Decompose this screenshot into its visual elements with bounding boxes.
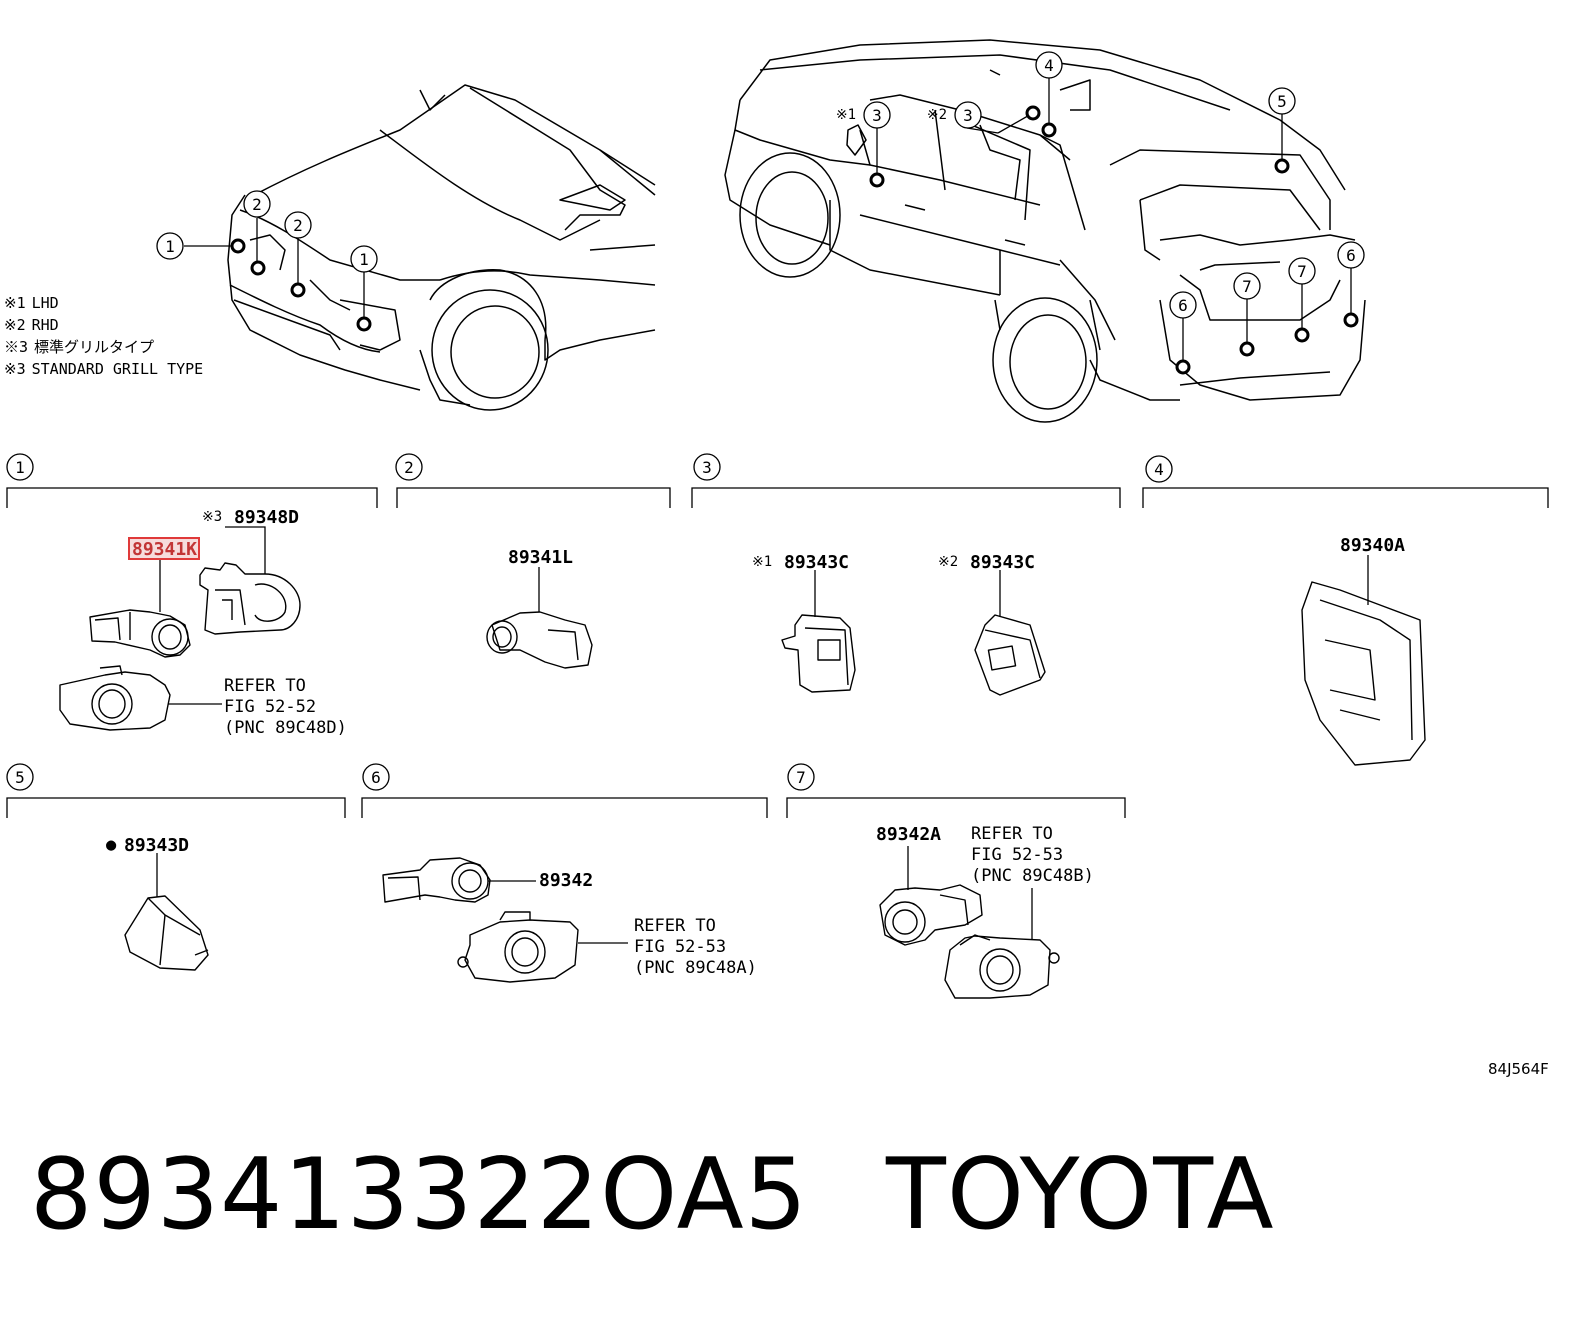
front-markers [230, 238, 372, 332]
section-1: ※3 89348D 89341K REFER TO FIG 52-52 (PNC… [59, 507, 347, 738]
footer-part-number: 893413322OA5 [30, 1138, 808, 1252]
refer-line-3: (PNC 89C48B) [971, 866, 1094, 886]
section-1-refer: REFER TO FIG 52-52 (PNC 89C48D) [224, 676, 347, 738]
part-mark-89348d: ※3 [202, 509, 222, 525]
section-7: 89342A REFER TO FIG 52-53 (PNC 89C48B) [876, 824, 1094, 999]
section-6-refer: REFER TO FIG 52-53 (PNC 89C48A) [634, 916, 757, 978]
part-89342a-drawing [879, 884, 983, 946]
section-num-2: 2 [404, 458, 414, 477]
section-num-3: 3 [702, 458, 712, 477]
part-89c48a-bezel-drawing [457, 911, 579, 983]
section-num-6: 6 [371, 768, 381, 787]
refer-line-3: (PNC 89C48D) [224, 718, 347, 738]
part-code-89341l[interactable]: 89341L [508, 547, 573, 568]
rear-callout-6b: 6 [1346, 246, 1356, 265]
front-car-illustration [227, 84, 656, 411]
rear-prefix-lhd: ※1 [836, 107, 856, 123]
front-callout-2a: 2 [252, 195, 262, 214]
front-callout-labels: 1 2 2 1 [156, 190, 378, 273]
refer-line-1: REFER TO [971, 824, 1053, 844]
rear-callout-3a: 3 [872, 106, 882, 125]
part-mark-89343c-rhd: ※2 [938, 554, 958, 570]
rear-prefix-rhd: ※2 [927, 107, 947, 123]
front-callouts [184, 218, 365, 320]
part-89343d-drawing [124, 895, 209, 971]
part-code-89342a[interactable]: 89342A [876, 824, 941, 845]
rear-car-illustration [724, 39, 1366, 423]
part-89342-drawing [382, 857, 491, 903]
rear-callout-3b: 3 [963, 106, 973, 125]
section-6: 89342 REFER TO FIG 52-53 (PNC 89C48A) [382, 857, 757, 983]
rear-markers [869, 105, 1359, 375]
rear-callout-6a: 6 [1178, 296, 1188, 315]
refer-line-3: (PNC 89C48A) [634, 958, 757, 978]
part-89c48b-bezel-drawing [944, 934, 1060, 999]
part-code-89342[interactable]: 89342 [539, 870, 593, 891]
section-num-4: 4 [1154, 460, 1164, 479]
part-89341k-drawing [89, 609, 191, 658]
section-4: 89340A [1301, 535, 1426, 766]
diagram-code: 84J564F [1488, 1060, 1549, 1078]
footer-title: 893413322OA5 TOYOTA [30, 1130, 1275, 1260]
part-code-89343c-lhd[interactable]: 89343C [784, 552, 849, 573]
part-89341l-drawing [486, 611, 593, 669]
rear-callout-5: 5 [1277, 92, 1287, 111]
part-89340a-drawing [1301, 581, 1426, 766]
front-callout-2b: 2 [293, 216, 303, 235]
rear-callout-7b: 7 [1297, 262, 1307, 281]
refer-line-2[interactable]: FIG 52-52 [224, 697, 316, 717]
part-code-89343d[interactable]: 89343D [124, 835, 189, 856]
part-code-89340a[interactable]: 89340A [1340, 535, 1405, 556]
section-1-leaders [159, 526, 266, 705]
part-code-89348d[interactable]: 89348D [234, 507, 299, 528]
part-mark-89343c-lhd: ※1 [752, 554, 772, 570]
section-brackets [6, 487, 1549, 818]
highlight-box [128, 537, 200, 560]
section-numbers: 1 2 3 4 5 6 7 [6, 453, 1173, 791]
section-num-1: 1 [15, 458, 25, 477]
footer-brand: TOYOTA [885, 1138, 1275, 1252]
part-89343c-lhd-drawing [781, 614, 856, 693]
section-num-5: 5 [15, 768, 25, 787]
front-callout-1b: 1 [359, 250, 369, 269]
part-code-89343c-rhd[interactable]: 89343C [970, 552, 1035, 573]
rear-callout-lines [876, 78, 1352, 360]
section-5: ● 89343D [106, 835, 209, 971]
section-num-7: 7 [796, 768, 806, 787]
refer-line-1: REFER TO [224, 676, 306, 696]
refer-line-2[interactable]: FIG 52-53 [971, 845, 1063, 865]
rear-callout-7a: 7 [1242, 277, 1252, 296]
rear-callout-4: 4 [1044, 56, 1054, 75]
part-89343c-rhd-drawing [974, 614, 1046, 696]
rear-callout-labels: ※1 3 ※2 3 4 5 6 7 7 6 [836, 51, 1365, 319]
refer-line-1: REFER TO [634, 916, 716, 936]
section-2: 89341L [486, 547, 593, 669]
part-89c48d-bezel-drawing [59, 665, 171, 731]
part-mark-89343d: ● [106, 835, 117, 855]
front-callout-1a: 1 [165, 237, 175, 256]
part-89348d-drawing [199, 562, 301, 635]
part-code-89341k[interactable]: 89341K [132, 539, 197, 560]
section-7-refer: REFER TO FIG 52-53 (PNC 89C48B) [971, 824, 1094, 886]
refer-line-2[interactable]: FIG 52-53 [634, 937, 726, 957]
section-3: ※1 89343C ※2 89343C [752, 552, 1046, 696]
